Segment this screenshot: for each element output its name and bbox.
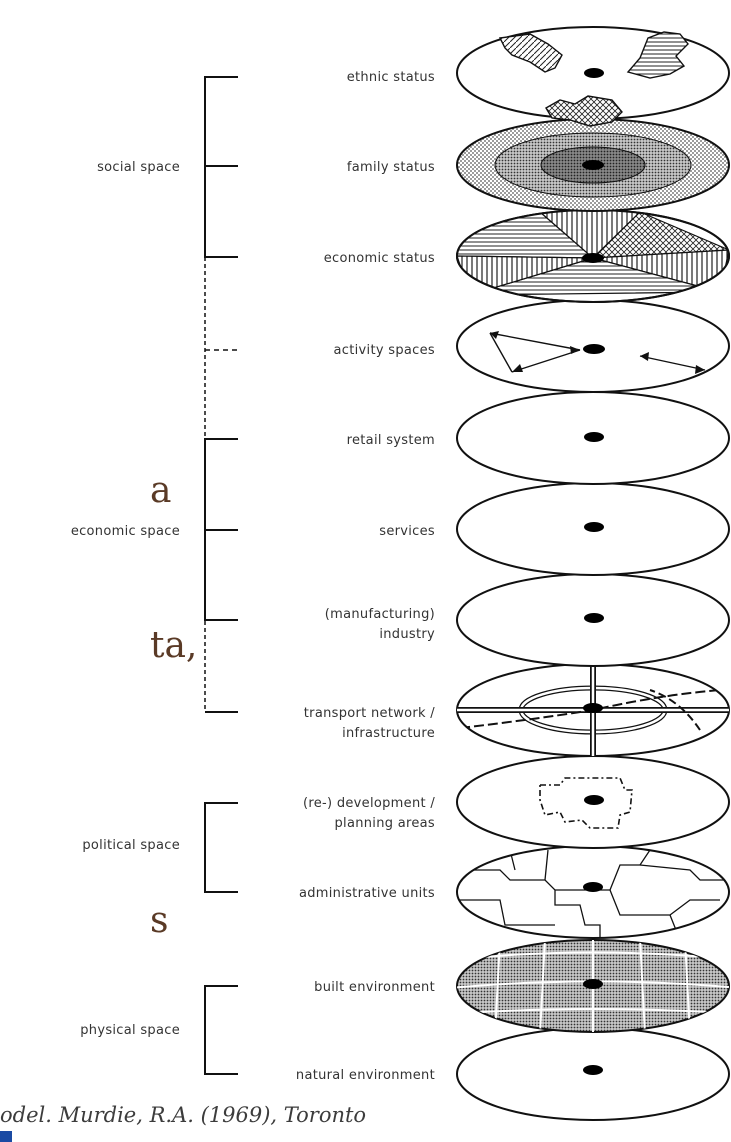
layer-label-re-development: (re-) development / bbox=[303, 796, 435, 811]
slide-text-fragment-2: ta, bbox=[150, 625, 198, 666]
layer-label-activity-spaces: activity spaces bbox=[334, 343, 435, 358]
disk-built-environment bbox=[456, 939, 730, 1033]
layer-label-planning-areas: planning areas bbox=[334, 816, 435, 831]
bracket-social-space bbox=[204, 76, 238, 258]
disk-administrative-units bbox=[456, 845, 730, 939]
slide-corner-mark bbox=[0, 1131, 12, 1142]
figure-caption: odel. Murdie, R.A. (1969), Toronto bbox=[0, 1103, 367, 1127]
layer-label-infrastructure: infrastructure bbox=[342, 726, 435, 741]
disk-transport-network bbox=[456, 663, 730, 757]
layer-label-services: services bbox=[379, 524, 435, 539]
group-label-economic-space: economic space bbox=[71, 524, 180, 539]
layer-label-manufacturing: (manufacturing) bbox=[325, 607, 435, 622]
layer-label-built-environment: built environment bbox=[314, 980, 435, 995]
slide-text-fragment-3: s bbox=[150, 900, 169, 941]
disk-economic-status bbox=[456, 209, 730, 303]
group-label-social-space: social space bbox=[97, 160, 180, 175]
disk-natural-environment bbox=[456, 1027, 730, 1121]
disk-services bbox=[456, 482, 730, 576]
disk-planning-areas bbox=[456, 755, 730, 849]
layer-label-family-status: family status bbox=[347, 160, 435, 175]
dashed-connector bbox=[204, 257, 238, 712]
disk-family-status bbox=[456, 118, 730, 212]
slide-text-fragment-1: a bbox=[150, 470, 172, 511]
layer-label-ethnic-status: ethnic status bbox=[347, 70, 435, 85]
layer-label-retail-system: retail system bbox=[347, 433, 435, 448]
group-label-physical-space: physical space bbox=[80, 1023, 180, 1038]
layer-label-natural-environment: natural environment bbox=[296, 1068, 435, 1083]
disk-manufacturing-industry bbox=[456, 573, 730, 667]
bracket-political-space bbox=[204, 802, 238, 893]
group-label-political-space: political space bbox=[82, 838, 180, 853]
layer-label-transport-network: transport network / bbox=[304, 706, 436, 721]
disk-activity-spaces bbox=[456, 299, 730, 393]
layer-label-industry: industry bbox=[379, 627, 435, 642]
bracket-economic-space bbox=[204, 438, 238, 713]
bracket-physical-space bbox=[204, 985, 238, 1075]
layer-label-administrative-units: administrative units bbox=[299, 886, 435, 901]
disk-ethnic-status bbox=[456, 26, 730, 127]
disk-retail-system bbox=[456, 391, 730, 485]
layer-label-economic-status: economic status bbox=[324, 251, 435, 266]
